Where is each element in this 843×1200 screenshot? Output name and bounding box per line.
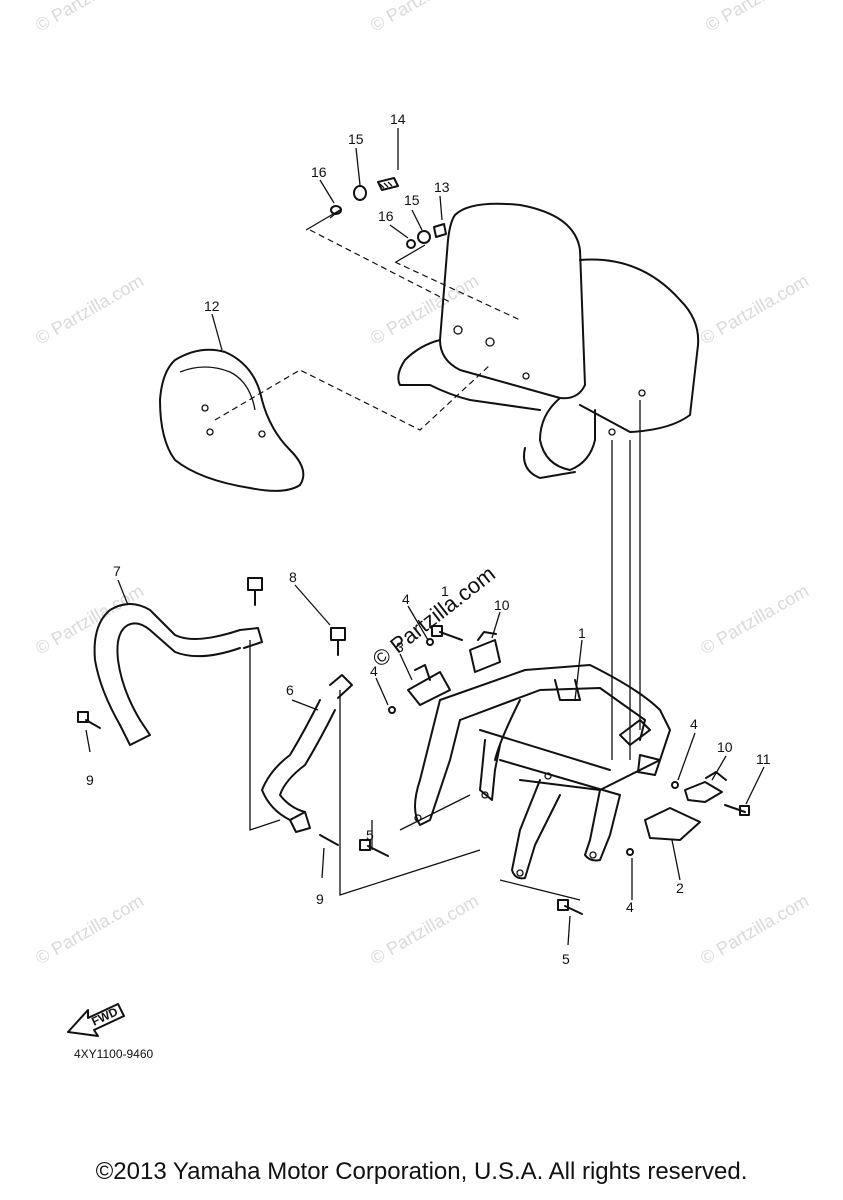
callout-6: 6	[286, 682, 294, 698]
watermark: © Partzilla.com	[367, 890, 482, 968]
side-rails	[77, 577, 353, 846]
backrest-pad	[159, 348, 305, 492]
backrest-assembly	[397, 202, 700, 479]
callout-4: 4	[402, 591, 410, 607]
brackets	[407, 631, 727, 841]
watermark: © Partzilla.com	[697, 580, 812, 658]
hardware-top	[330, 177, 447, 249]
callout-9: 9	[86, 772, 94, 788]
callout-16: 16	[311, 164, 327, 180]
callout-1: 1	[578, 625, 586, 641]
watermark: © Partzilla.com	[367, 0, 482, 35]
callout-8: 8	[289, 569, 297, 585]
assembly-lines-bottom	[249, 640, 581, 901]
callouts: 14 15 16 13 15 16 12 7 8 6 9 9 1 1 10 4 …	[86, 111, 771, 967]
callout-16b: 16	[378, 208, 394, 224]
watermark: © Partzilla.com	[32, 580, 147, 658]
callout-15b: 15	[404, 192, 420, 208]
mount-lines	[611, 400, 641, 760]
callout-12: 12	[204, 298, 220, 314]
watermark: © Partzilla.com	[32, 270, 147, 348]
watermark-main: © Partzilla.com	[368, 561, 500, 672]
watermark: © Partzilla.com	[32, 890, 147, 968]
callout-4d: 4	[626, 899, 634, 915]
callout-2: 2	[676, 880, 684, 896]
callout-11: 11	[756, 751, 771, 767]
callout-7: 7	[113, 563, 121, 579]
fwd-arrow-icon: FWD	[67, 1003, 125, 1037]
diagram-code: 4XY1100-9460	[74, 1047, 154, 1061]
carrier-frame	[414, 664, 671, 880]
callout-10: 10	[494, 597, 510, 613]
copyright-notice: ©2013 Yamaha Motor Corporation, U.S.A. A…	[95, 1158, 748, 1185]
callout-4b: 4	[370, 663, 378, 679]
callout-4c: 4	[690, 716, 698, 732]
bolts	[359, 625, 750, 915]
watermark: © Partzilla.com	[697, 270, 812, 348]
callout-1b: 1	[441, 583, 449, 599]
callout-14: 14	[390, 111, 406, 127]
callout-5: 5	[366, 827, 374, 843]
callout-9b: 9	[316, 891, 324, 907]
watermark: © Partzilla.com	[32, 0, 147, 35]
callout-5b: 5	[562, 951, 570, 967]
callout-15: 15	[348, 131, 364, 147]
watermark: © Partzilla.com	[697, 890, 812, 968]
watermark: © Partzilla.com	[702, 0, 817, 35]
callout-3: 3	[396, 639, 404, 655]
callout-10b: 10	[717, 739, 733, 755]
watermark: © Partzilla.com	[367, 270, 482, 348]
leader-lines	[85, 128, 765, 946]
callout-13: 13	[434, 179, 450, 195]
